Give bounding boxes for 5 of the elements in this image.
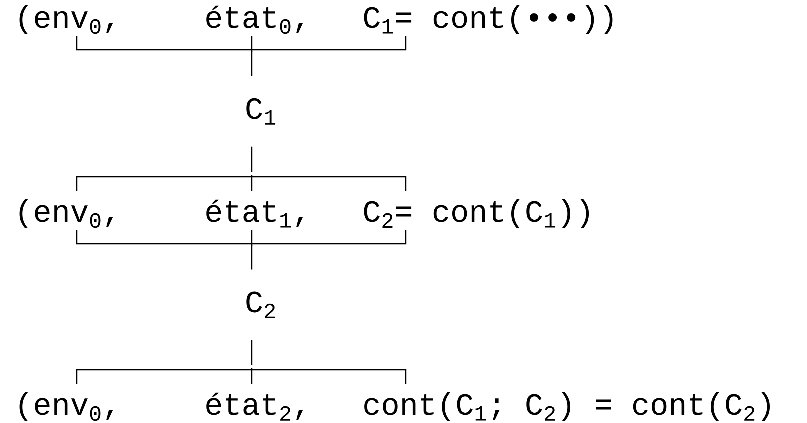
tuple: (env$_{0}$, état$_{1}$, C$_{2}$= cont(C$_{1}$)) <box>20 175 590 246</box>
tuple: (env$_{0}$, état$_{0}$, C$_{1}$= cont(•••)) <box>20 6 613 52</box>
edge-label: C$_{1}$ <box>242 76 280 147</box>
tuple: (env$_{0}$, état$_{2}$, cont(C$_{1}$; C$_{2}$) = cont(C$_{2}$) <box>20 368 770 422</box>
edge-label: C$_{2}$ <box>242 270 280 340</box>
